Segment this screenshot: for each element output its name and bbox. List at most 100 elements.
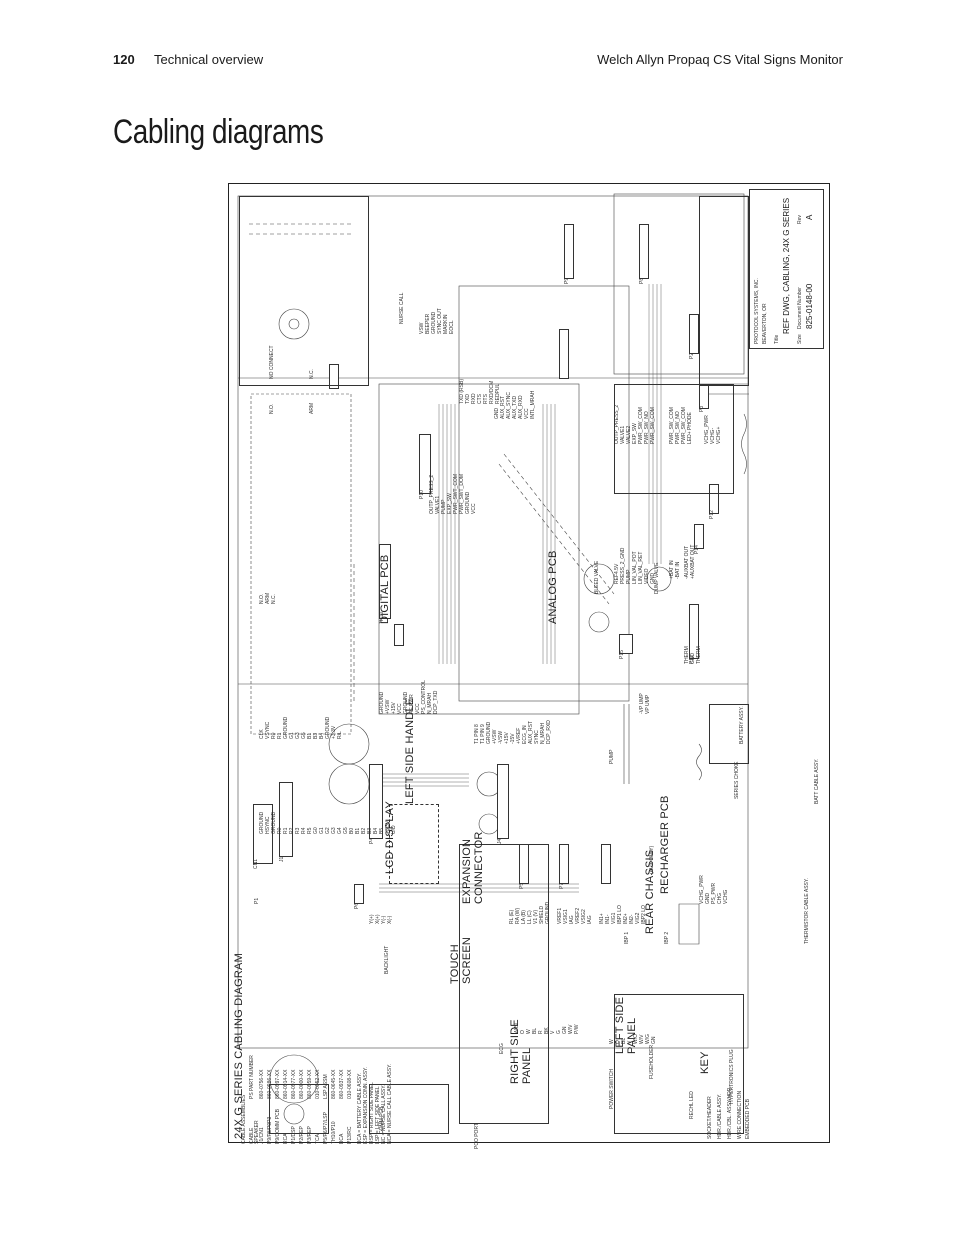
signal-label: -BAT IN [675,561,681,579]
cable-row: BCA [339,1133,345,1144]
cabling-diagram-sheet: 24X G SERIES CABLING DIAGRAM LEFT SIDE H… [228,183,830,1149]
connector-p5-digital [394,624,404,646]
cable-assemblies-table [239,196,369,386]
label-ibp1: IBP 1 [624,931,630,944]
cable-assemblies-heading: CABLE ASSEMBLIES [241,1094,247,1144]
connector-label: TH10 [379,611,385,624]
cable-row: TH10/P10 [331,1121,337,1144]
key-item: HDR./CABLE ASSY. [717,1093,723,1139]
label-recharger-pcb: RECHARGER PCB [659,795,671,894]
signal-label: VCHG [723,889,729,904]
connector-label: P5 [519,882,525,889]
key-item: EMBEDDED PCB [745,1098,751,1139]
key-item: SOCKET/HEADER [707,1096,713,1139]
label-pco-port: PCO PORT [474,1122,480,1149]
connector-label: P7 [559,882,565,889]
signal-label: ARM [309,402,315,414]
key-item: WIRE CONNECTION [737,1090,743,1139]
cable-row-part: 860-0937-XX [339,1069,345,1099]
connector-p12 [709,484,719,514]
rear-upper-frame [613,193,745,375]
connector-label: P11 [689,655,695,664]
connector-label: P10 [419,490,425,499]
title-block-title-label: Title [774,334,780,344]
signal-label: INTL_MRAH [530,390,536,419]
signal-label: NO CONNECT [269,345,275,379]
cable-col-header-part: PS PART NUMBER [249,1055,255,1099]
connector-p4 [369,764,383,839]
title-block-rev-label: Rev [797,215,803,224]
cable-row-part: 860-0986-XX [267,1069,273,1099]
title-block-doc-label: Document Number [797,287,803,329]
connector-label: P4 [369,837,375,844]
cable-row: P9/COMM PCB [275,1108,281,1144]
cable-row: P5/P6/P7/LSP [323,1112,329,1144]
connector-j4 [497,764,509,839]
cable-row-part: 860-0959-XX [307,1069,313,1099]
label-fuseholder: FUSEHOLDER [649,1044,655,1079]
label-ibp2: IBP 2 [664,931,670,944]
label-ecg: ECG [499,1043,505,1054]
page-header: 120 Technical overview Welch Allyn Propa… [113,52,843,72]
signal-label: GROUND [545,901,551,924]
label-power-switch: POWER SWITCH [609,1069,615,1109]
connector-label: P1 [254,897,260,904]
connector-p8-ibp [601,844,611,884]
signal-label: PWR_SW_COM [650,407,656,444]
power-section-block [614,994,744,1134]
connector-label: P9 [564,277,570,284]
label-lcd-display: LCD DISPLAY [384,801,396,874]
signal-label: IBP2 LO [641,905,647,924]
label-batt-cable-assy: BATT CABLE ASSY. [814,758,820,804]
title-block [749,189,824,349]
connector-p8 [639,224,649,279]
rear-chassis-block [614,384,734,494]
signal-label: IAG [587,915,593,924]
connector-cn1 [253,804,273,864]
thermistor-squiggle [741,413,747,475]
connector-label: P2 [689,352,695,359]
title-block-company: PROTOCOL SYSTEMS, INC. [754,278,760,344]
cable-row: P1/DSP [291,1126,297,1144]
ecg-connector-circle [269,1054,319,1104]
cable-row: P9/P8/P9P3 [267,1116,273,1144]
label-analog-pcb: ANALOG PCB [547,550,559,624]
cable-col-header-cable: CABLE [249,1127,255,1144]
expansion-connector-block [459,844,549,1124]
cable-row: P3/REP [307,1126,313,1144]
key-table [699,196,749,386]
cable-note: NCA = NURSE CALL CABLE ASSY. [387,1063,393,1144]
connector-label: P6 [354,902,360,909]
cable-row: P13/RC [347,1126,353,1144]
section-title: Technical overview [154,52,264,67]
label-right-side-panel: RIGHT SIDE PANEL [509,1019,533,1084]
connector-label: P8 [639,277,645,284]
cable-row-part: 860-0645-XX [331,1069,337,1099]
connector-p15 [619,634,633,654]
valve-label: BLEED VALVE [594,560,600,594]
signal-label: N.C. [271,594,277,604]
signal-label: P/W [574,1024,580,1034]
left-side-handle-block [389,804,439,884]
cable-row-part: LSP ASSM [323,1074,329,1099]
cable-row-part: 010-0608-XX [347,1069,353,1099]
connector-p6 [354,884,364,904]
cable-row: J1/CN1 [259,1127,265,1144]
signal-label: X(-) [387,915,393,924]
lcd-display-frame [250,393,352,735]
connector-p11 [689,604,699,659]
nurse-call-jack [278,308,310,340]
outer-frame [237,195,749,1049]
connector-label: J1 [279,856,285,862]
cable-row-part: 860-0756-XX [259,1069,265,1099]
title-block-location: BEAVERTON, OR [762,303,768,344]
signal-label: VCC [471,503,477,514]
connector-label: P3 [699,405,705,412]
connector-p1-nurse [329,364,339,389]
connector-p1-analog [559,329,569,379]
connector-th10 [379,544,391,619]
title-block-rev: A [805,214,814,220]
signal-label: N.C. [309,369,315,379]
cable-row: P2/REP [299,1126,305,1144]
label-series-choke: SERIES CHOKE [734,761,740,799]
